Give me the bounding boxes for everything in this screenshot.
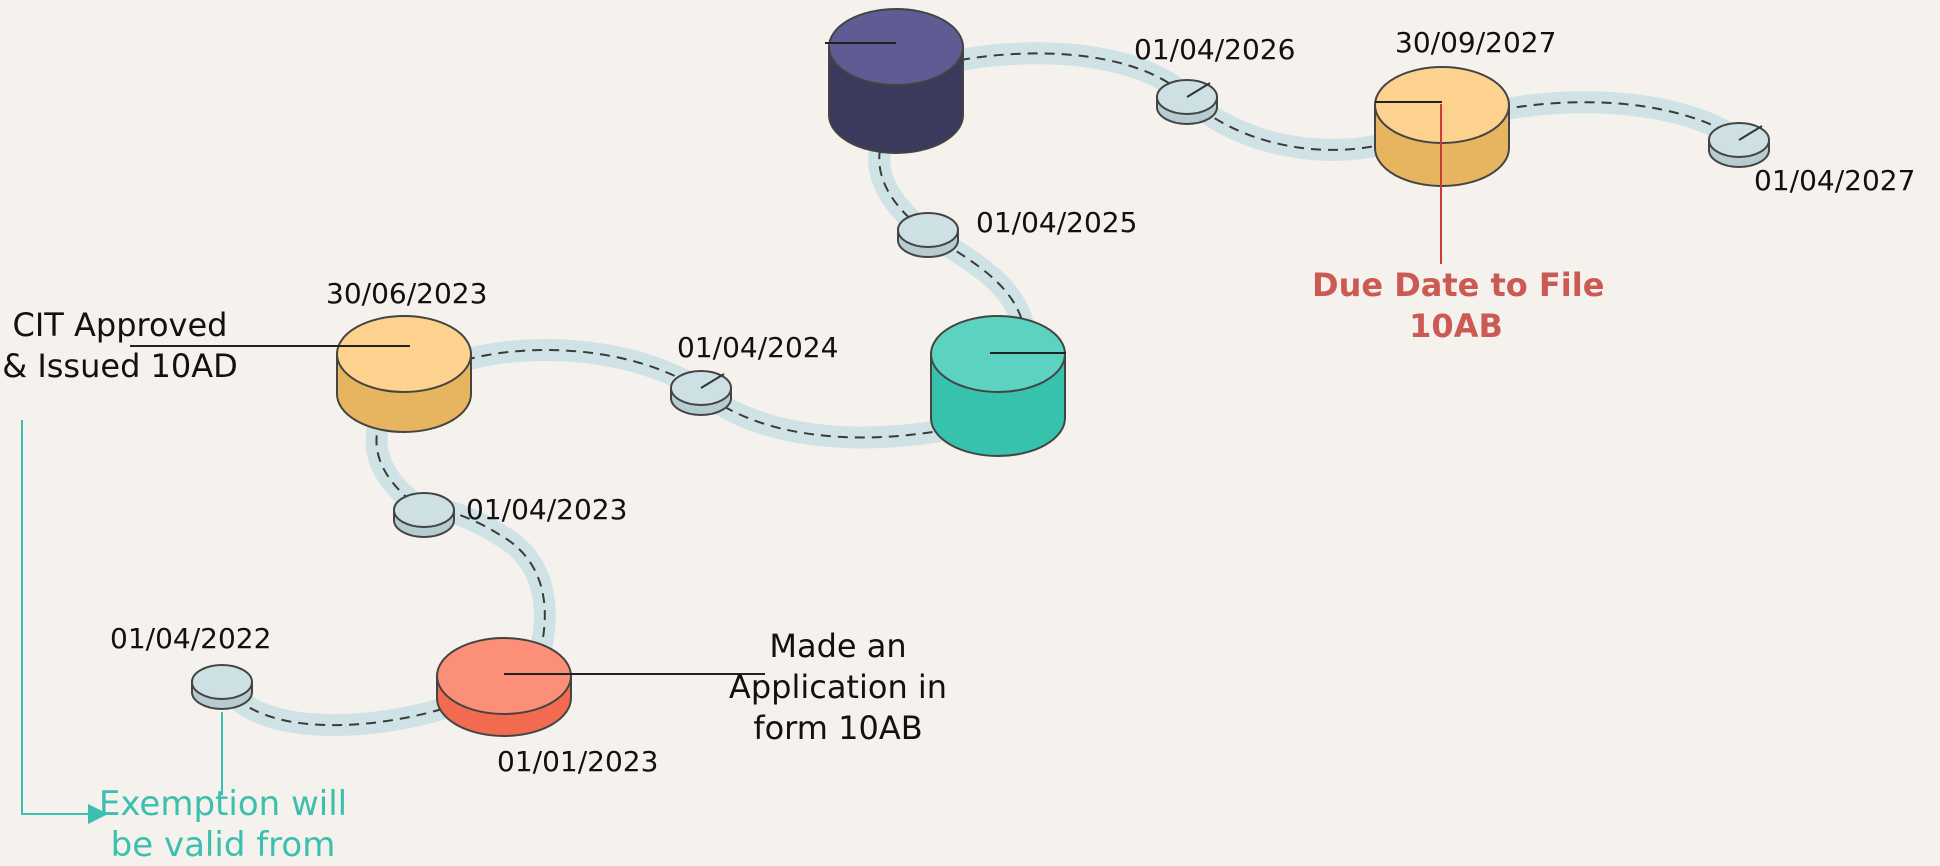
milestone-disc-2025 [897,212,959,258]
cylinder-orange-approved [336,315,472,433]
milestone-disc-2024 [670,370,732,416]
date-label-apr-2023: 01/04/2023 [466,493,628,526]
application-note-line-3: form 10AB [753,709,923,747]
cylinder-coral-application [436,637,572,737]
date-label-sep-2027: 30/09/2027 [1395,26,1557,59]
date-label-2024: 01/04/2024 [677,331,839,364]
milestone-disc-2022 [191,664,253,710]
cit-approved-note: CIT Approved & Issued 10AD [2,305,238,387]
cit-approved-note-line-1: CIT Approved [12,306,228,344]
milestone-disc-2023 [393,492,455,538]
date-label-2022: 01/04/2022 [110,622,272,655]
exemption-note-line-2: be valid from [110,825,336,865]
milestone-disc-2026 [1156,79,1218,125]
due-date-note: Due Date to File 10AB [1312,265,1605,347]
application-note: Made an Application in form 10AB [700,626,976,749]
milestone-disc-2027 [1708,122,1770,168]
application-note-line-1: Made an [769,627,907,665]
date-label-jun-2023: 30/06/2023 [326,277,488,310]
date-label-2025: 01/04/2025 [976,206,1138,239]
due-date-note-line-1: Due Date to File [1312,266,1605,304]
exemption-note: Exemption will be valid from [92,784,354,866]
exemption-arrow [21,420,108,824]
cylinder-teal [930,315,1066,457]
date-label-apr-2027: 01/04/2027 [1754,164,1916,197]
date-label-jan-2023: 01/01/2023 [497,745,659,778]
exemption-note-line-1: Exemption will [98,784,348,824]
application-note-line-2: Application in [728,668,948,706]
date-label-2026: 01/04/2026 [1134,33,1296,66]
due-date-note-line-2: 10AB [1409,307,1503,345]
cit-approved-note-line-2: & Issued 10AD [2,347,238,385]
cylinder-purple [828,8,964,154]
